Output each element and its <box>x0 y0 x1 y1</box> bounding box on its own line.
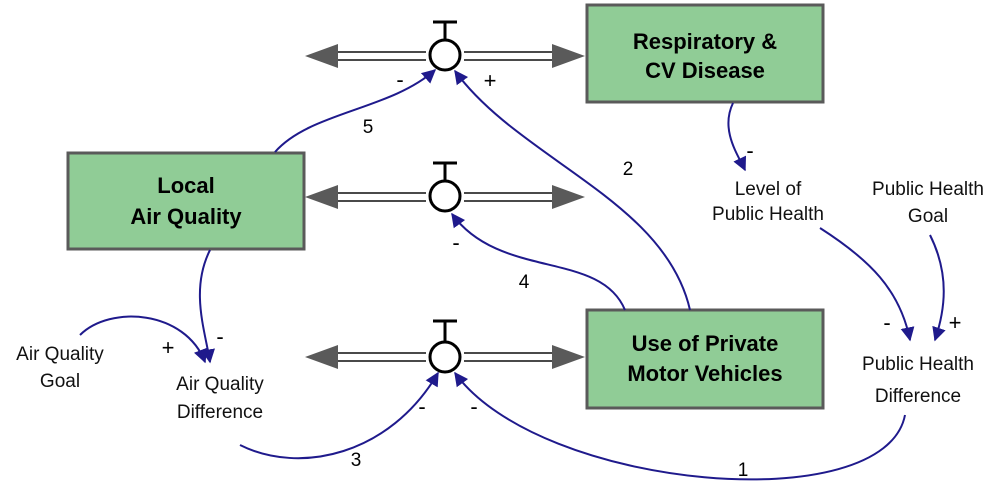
public-health-difference-line2: Difference <box>875 386 961 407</box>
air-quality-difference-line1: Air Quality <box>176 374 264 395</box>
link-level-to-phdiff <box>819 227 915 342</box>
stock-vehicles-line1: Use of Private <box>632 331 779 356</box>
variable-air-quality-difference: Air Quality Difference <box>176 374 264 423</box>
valve-bottom <box>428 340 462 374</box>
link-airquality-to-aqdiff <box>198 249 215 364</box>
polarity-phgoal-to-phdiff: + <box>949 310 962 335</box>
public-health-goal-line1: Public Health <box>872 179 984 200</box>
level-public-health-line2: Public Health <box>712 204 824 225</box>
link-aqgoal-to-aqdiff <box>79 315 207 364</box>
public-health-goal-line2: Goal <box>908 206 948 227</box>
stock-air-quality-line1: Local <box>157 173 214 198</box>
polarity-valve1-link2: + <box>484 68 497 93</box>
link-phgoal-to-phdiff <box>929 234 946 342</box>
link-5 <box>274 69 437 153</box>
polarity-valve2-link4: - <box>452 230 459 255</box>
link-1 <box>454 371 906 481</box>
polarity-valve3-link1: - <box>470 394 477 419</box>
stock-respiratory-line1: Respiratory & <box>633 29 777 54</box>
flow-bottom-right-arrowhead <box>552 345 585 369</box>
polarity-level-to-phdiff: - <box>883 310 890 335</box>
link-2 <box>454 69 691 311</box>
air-quality-difference-line2: Difference <box>177 402 263 423</box>
link-3 <box>239 371 439 460</box>
link-4 <box>451 212 626 311</box>
flow-bottom <box>305 319 585 374</box>
flow-top <box>305 20 585 72</box>
level-public-health-line1: Level of <box>735 179 802 200</box>
stock-respiratory-cv-disease: Respiratory & CV Disease <box>585 3 825 104</box>
valve-middle <box>428 179 462 213</box>
variable-public-health-difference: Public Health Difference <box>862 354 974 407</box>
link-number-3: 3 <box>351 450 362 471</box>
link-number-4: 4 <box>519 272 530 293</box>
stock-private-motor-vehicles: Use of Private Motor Vehicles <box>585 308 825 410</box>
link-respiratory-to-level <box>727 102 747 172</box>
polarity-valve3-link3: - <box>418 394 425 419</box>
flow-top-left-arrowhead <box>305 44 338 68</box>
stock-air-quality-line2: Air Quality <box>130 204 242 229</box>
air-quality-goal-line1: Air Quality <box>16 344 104 365</box>
stock-local-air-quality: Local Air Quality <box>66 151 306 251</box>
polarity-aq-to-aqdiff: - <box>216 324 223 349</box>
stock-vehicles-line2: Motor Vehicles <box>627 361 782 386</box>
flow-middle-left-arrowhead <box>305 185 338 209</box>
polarity-respiratory-to-level: - <box>746 138 753 163</box>
valve-top <box>428 38 462 72</box>
link-number-2: 2 <box>623 159 634 180</box>
stock-respiratory-line2: CV Disease <box>645 58 765 83</box>
variable-air-quality-goal: Air Quality Goal <box>16 344 104 392</box>
variable-public-health-goal: Public Health Goal <box>872 179 984 227</box>
polarity-valve1-link5: - <box>396 67 403 92</box>
flow-bottom-left-arrowhead <box>305 345 338 369</box>
air-quality-goal-line2: Goal <box>40 371 80 392</box>
polarity-aqgoal-to-aqdiff: + <box>162 335 175 360</box>
public-health-difference-line1: Public Health <box>862 354 974 375</box>
flow-middle-right-arrowhead <box>552 185 585 209</box>
flow-top-right-arrowhead <box>552 44 585 68</box>
flow-middle <box>305 161 585 213</box>
variable-level-of-public-health: Level of Public Health <box>712 179 824 225</box>
link-number-1: 1 <box>738 460 749 481</box>
link-number-5: 5 <box>363 117 374 138</box>
